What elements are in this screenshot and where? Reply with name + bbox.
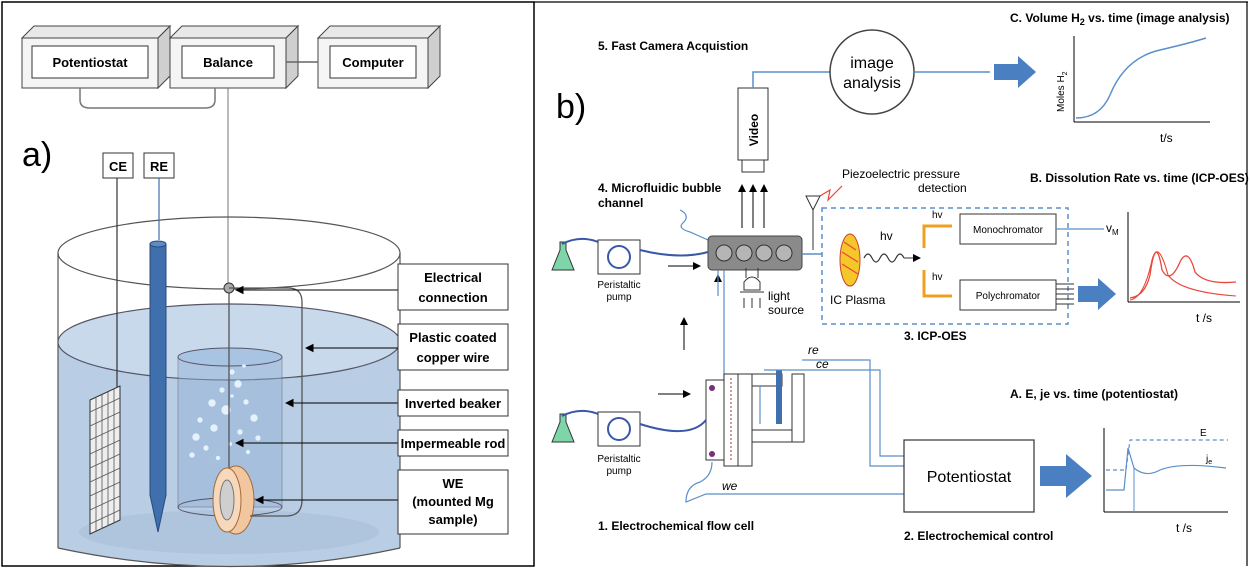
computer-label: Computer bbox=[342, 55, 403, 70]
flow-cell bbox=[705, 370, 805, 467]
svg-text:IC Plasma: IC Plasma bbox=[830, 293, 886, 307]
balance-label: Balance bbox=[203, 55, 253, 70]
re-label: RE bbox=[150, 159, 168, 174]
svg-text:2. Electrochemical control: 2. Electrochemical control bbox=[904, 529, 1053, 543]
mg-sample bbox=[212, 465, 255, 535]
panel-a-label: a) bbox=[22, 136, 52, 174]
graph-c: C. Volume H2 vs. time (image analysis) M… bbox=[1010, 11, 1230, 145]
video-camera: Video bbox=[737, 87, 769, 173]
potentiostat-label: Potentiostat bbox=[52, 55, 128, 70]
svg-text:image: image bbox=[850, 55, 894, 72]
svg-text:WE: WE bbox=[443, 476, 464, 491]
svg-text:pump: pump bbox=[606, 466, 631, 477]
arrow-to-graph-c bbox=[994, 56, 1036, 88]
graph-b: B. Dissolution Rate vs. time (ICP-OES) t… bbox=[1030, 171, 1249, 325]
potentiostat-box: Potentiostat bbox=[20, 24, 172, 90]
graph-a: A. E, je vs. time (potentiostat) E je t … bbox=[1010, 387, 1228, 535]
svg-text:t /s: t /s bbox=[1196, 311, 1212, 325]
svg-text:hv: hv bbox=[880, 229, 893, 243]
microfluidic-chip bbox=[707, 235, 803, 271]
polychromator-box bbox=[959, 279, 1057, 311]
bubbles bbox=[188, 363, 262, 461]
ic-plasma: IC Plasma bbox=[830, 233, 886, 307]
svg-text:Impermeable rod: Impermeable rod bbox=[401, 436, 506, 451]
callout-inverted-beaker: Inverted beaker bbox=[284, 389, 509, 417]
svg-text:t/s: t/s bbox=[1160, 131, 1173, 145]
svg-text:copper wire: copper wire bbox=[417, 350, 490, 365]
ce-label: CE bbox=[109, 159, 127, 174]
svg-text:ce: ce bbox=[816, 357, 829, 371]
reference-electrode bbox=[149, 178, 167, 533]
pump-top: Peristaltic pump bbox=[551, 237, 709, 303]
callout-impermeable-rod: Impermeable rod bbox=[234, 429, 509, 457]
svg-text:(mounted Mg: (mounted Mg bbox=[412, 494, 494, 509]
pump-bottom: Peristaltic pump bbox=[551, 409, 707, 477]
panel-b: b) 5. Fast Camera Acquistion Video image… bbox=[551, 11, 1249, 543]
svg-text:hv: hv bbox=[932, 210, 943, 221]
svg-text:E: E bbox=[1200, 428, 1207, 439]
monochromator-box bbox=[959, 213, 1057, 245]
svg-text:Potentiostat: Potentiostat bbox=[927, 469, 1012, 486]
svg-text:Moles H2: Moles H2 bbox=[1056, 71, 1069, 112]
callout-we: WE (mounted Mg sample) bbox=[254, 469, 509, 535]
svg-text:detection: detection bbox=[918, 181, 967, 195]
arrow-to-graph-a bbox=[1040, 454, 1092, 498]
potentiostat-b-box bbox=[903, 439, 1035, 513]
svg-text:1. Electrochemical flow cell: 1. Electrochemical flow cell bbox=[598, 519, 754, 533]
svg-text:je: je bbox=[1205, 454, 1212, 466]
svg-text:Inverted beaker: Inverted beaker bbox=[405, 396, 501, 411]
svg-text:source: source bbox=[768, 303, 804, 317]
svg-text:vM: vM bbox=[1106, 221, 1119, 237]
callout-electrical-connection: Electrical connection bbox=[234, 263, 509, 311]
camera-arrows bbox=[738, 184, 768, 228]
arrow-to-graph-b bbox=[1078, 278, 1116, 310]
light-source: light source bbox=[714, 268, 804, 317]
icp-oes-box bbox=[821, 207, 1069, 325]
panel-a: a) Potentiostat Balance Computer bbox=[20, 24, 509, 568]
svg-text:Electrical: Electrical bbox=[424, 270, 482, 285]
svg-text:hv: hv bbox=[932, 272, 943, 283]
svg-text:sample): sample) bbox=[428, 512, 477, 527]
computer-box: Computer bbox=[316, 24, 442, 90]
svg-text:analysis: analysis bbox=[843, 75, 901, 92]
svg-text:Peristaltic: Peristaltic bbox=[597, 454, 640, 465]
balance-box: Balance bbox=[168, 24, 300, 90]
panel-b-label: b) bbox=[556, 88, 586, 126]
counter-electrode-mesh bbox=[89, 178, 121, 535]
svg-text:re: re bbox=[808, 343, 819, 357]
svg-text:Plastic coated: Plastic coated bbox=[409, 330, 496, 345]
svg-text:light: light bbox=[768, 289, 791, 303]
svg-text:we: we bbox=[722, 479, 738, 493]
svg-text:Video: Video bbox=[747, 114, 761, 146]
svg-text:3. ICP-OES: 3. ICP-OES bbox=[904, 329, 967, 343]
svg-text:Peristaltic: Peristaltic bbox=[597, 280, 640, 291]
camera-title: 5. Fast Camera Acquistion bbox=[598, 39, 748, 53]
callout-plastic-wire: Plastic coated copper wire bbox=[304, 323, 509, 371]
svg-text:Piezoelectric pressure: Piezoelectric pressure bbox=[842, 167, 960, 181]
svg-text:connection: connection bbox=[418, 290, 487, 305]
svg-text:channel: channel bbox=[598, 196, 643, 210]
optics: hv hv bbox=[922, 210, 952, 298]
svg-text:Polychromator: Polychromator bbox=[976, 291, 1041, 302]
svg-text:t /s: t /s bbox=[1176, 521, 1192, 535]
svg-text:C. Volume H2 vs. time (image: C. Volume H2 vs. time (image analysis) bbox=[1010, 11, 1230, 27]
svg-text:A. E, je vs. time (potentiost: A. E, je vs. time (potentiostat) bbox=[1010, 387, 1178, 401]
svg-text:pump: pump bbox=[606, 292, 631, 303]
svg-text:Monochromator: Monochromator bbox=[973, 225, 1044, 236]
image-analysis-node: image analysis bbox=[829, 29, 915, 115]
svg-text:4. Microfluidic bubble: 4. Microfluidic bubble bbox=[598, 181, 722, 195]
svg-text:B. Dissolution Rate vs. time: B. Dissolution Rate vs. time (ICP-OES) bbox=[1030, 171, 1249, 185]
